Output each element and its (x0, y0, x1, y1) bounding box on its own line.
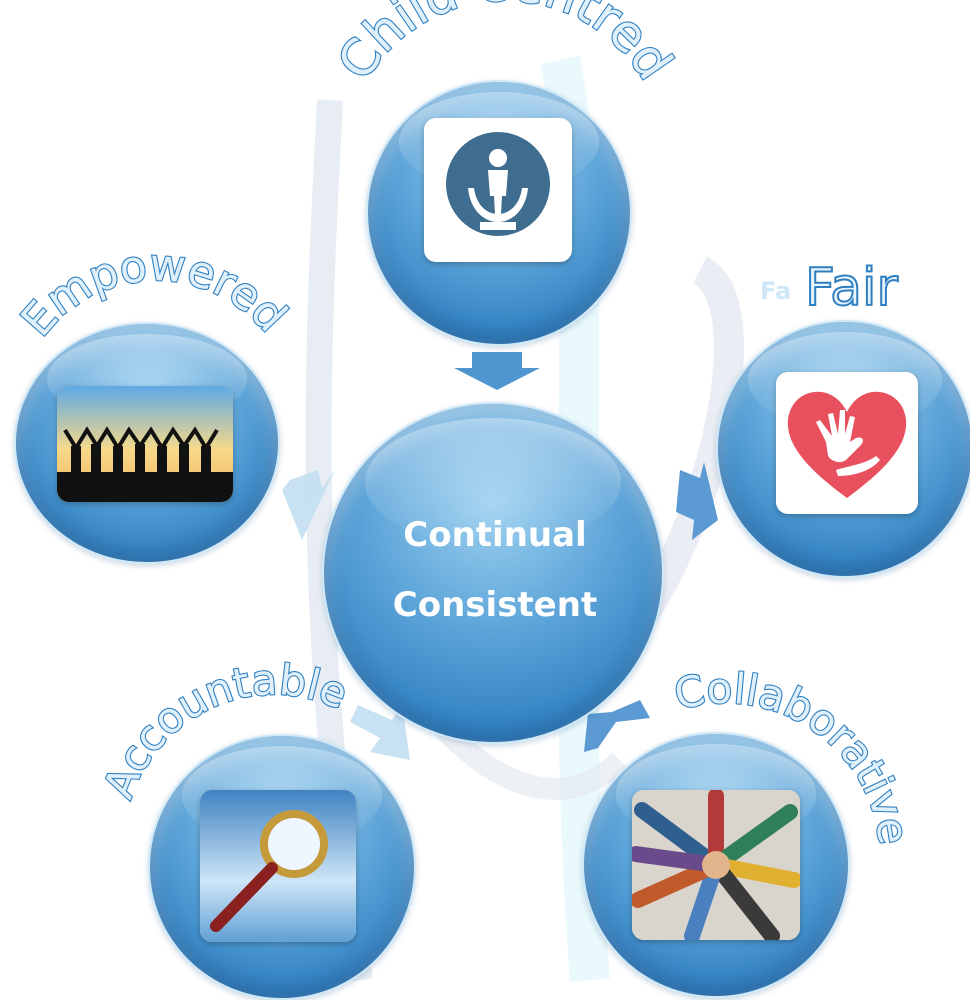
child-centred-card (424, 118, 572, 262)
empowered-photo (57, 386, 233, 502)
center-line-2: Consistent (392, 585, 598, 625)
arrow-from-top (454, 352, 540, 390)
accountable-photo (200, 790, 356, 942)
hands-on-heart-icon (787, 391, 907, 498)
stacked-hands-photo (632, 790, 800, 940)
arrow-from-bottom-right (584, 700, 650, 752)
collaborative-photo (632, 790, 800, 940)
arrow-from-left (282, 470, 335, 540)
fair-card (776, 372, 918, 514)
center-label: Continual Consistent (330, 500, 660, 640)
child-in-hands-icon (446, 132, 550, 236)
arrow-from-right (676, 462, 718, 540)
fair-ghost-label: Fa (760, 277, 792, 305)
center-circle (322, 402, 664, 744)
fair-label: Fair (804, 257, 899, 319)
center-line-1: Continual (403, 515, 587, 555)
magnifying-glass-photo (200, 790, 356, 942)
arrow-from-bottom-left (350, 704, 410, 760)
people-raising-hands-photo (57, 386, 233, 502)
